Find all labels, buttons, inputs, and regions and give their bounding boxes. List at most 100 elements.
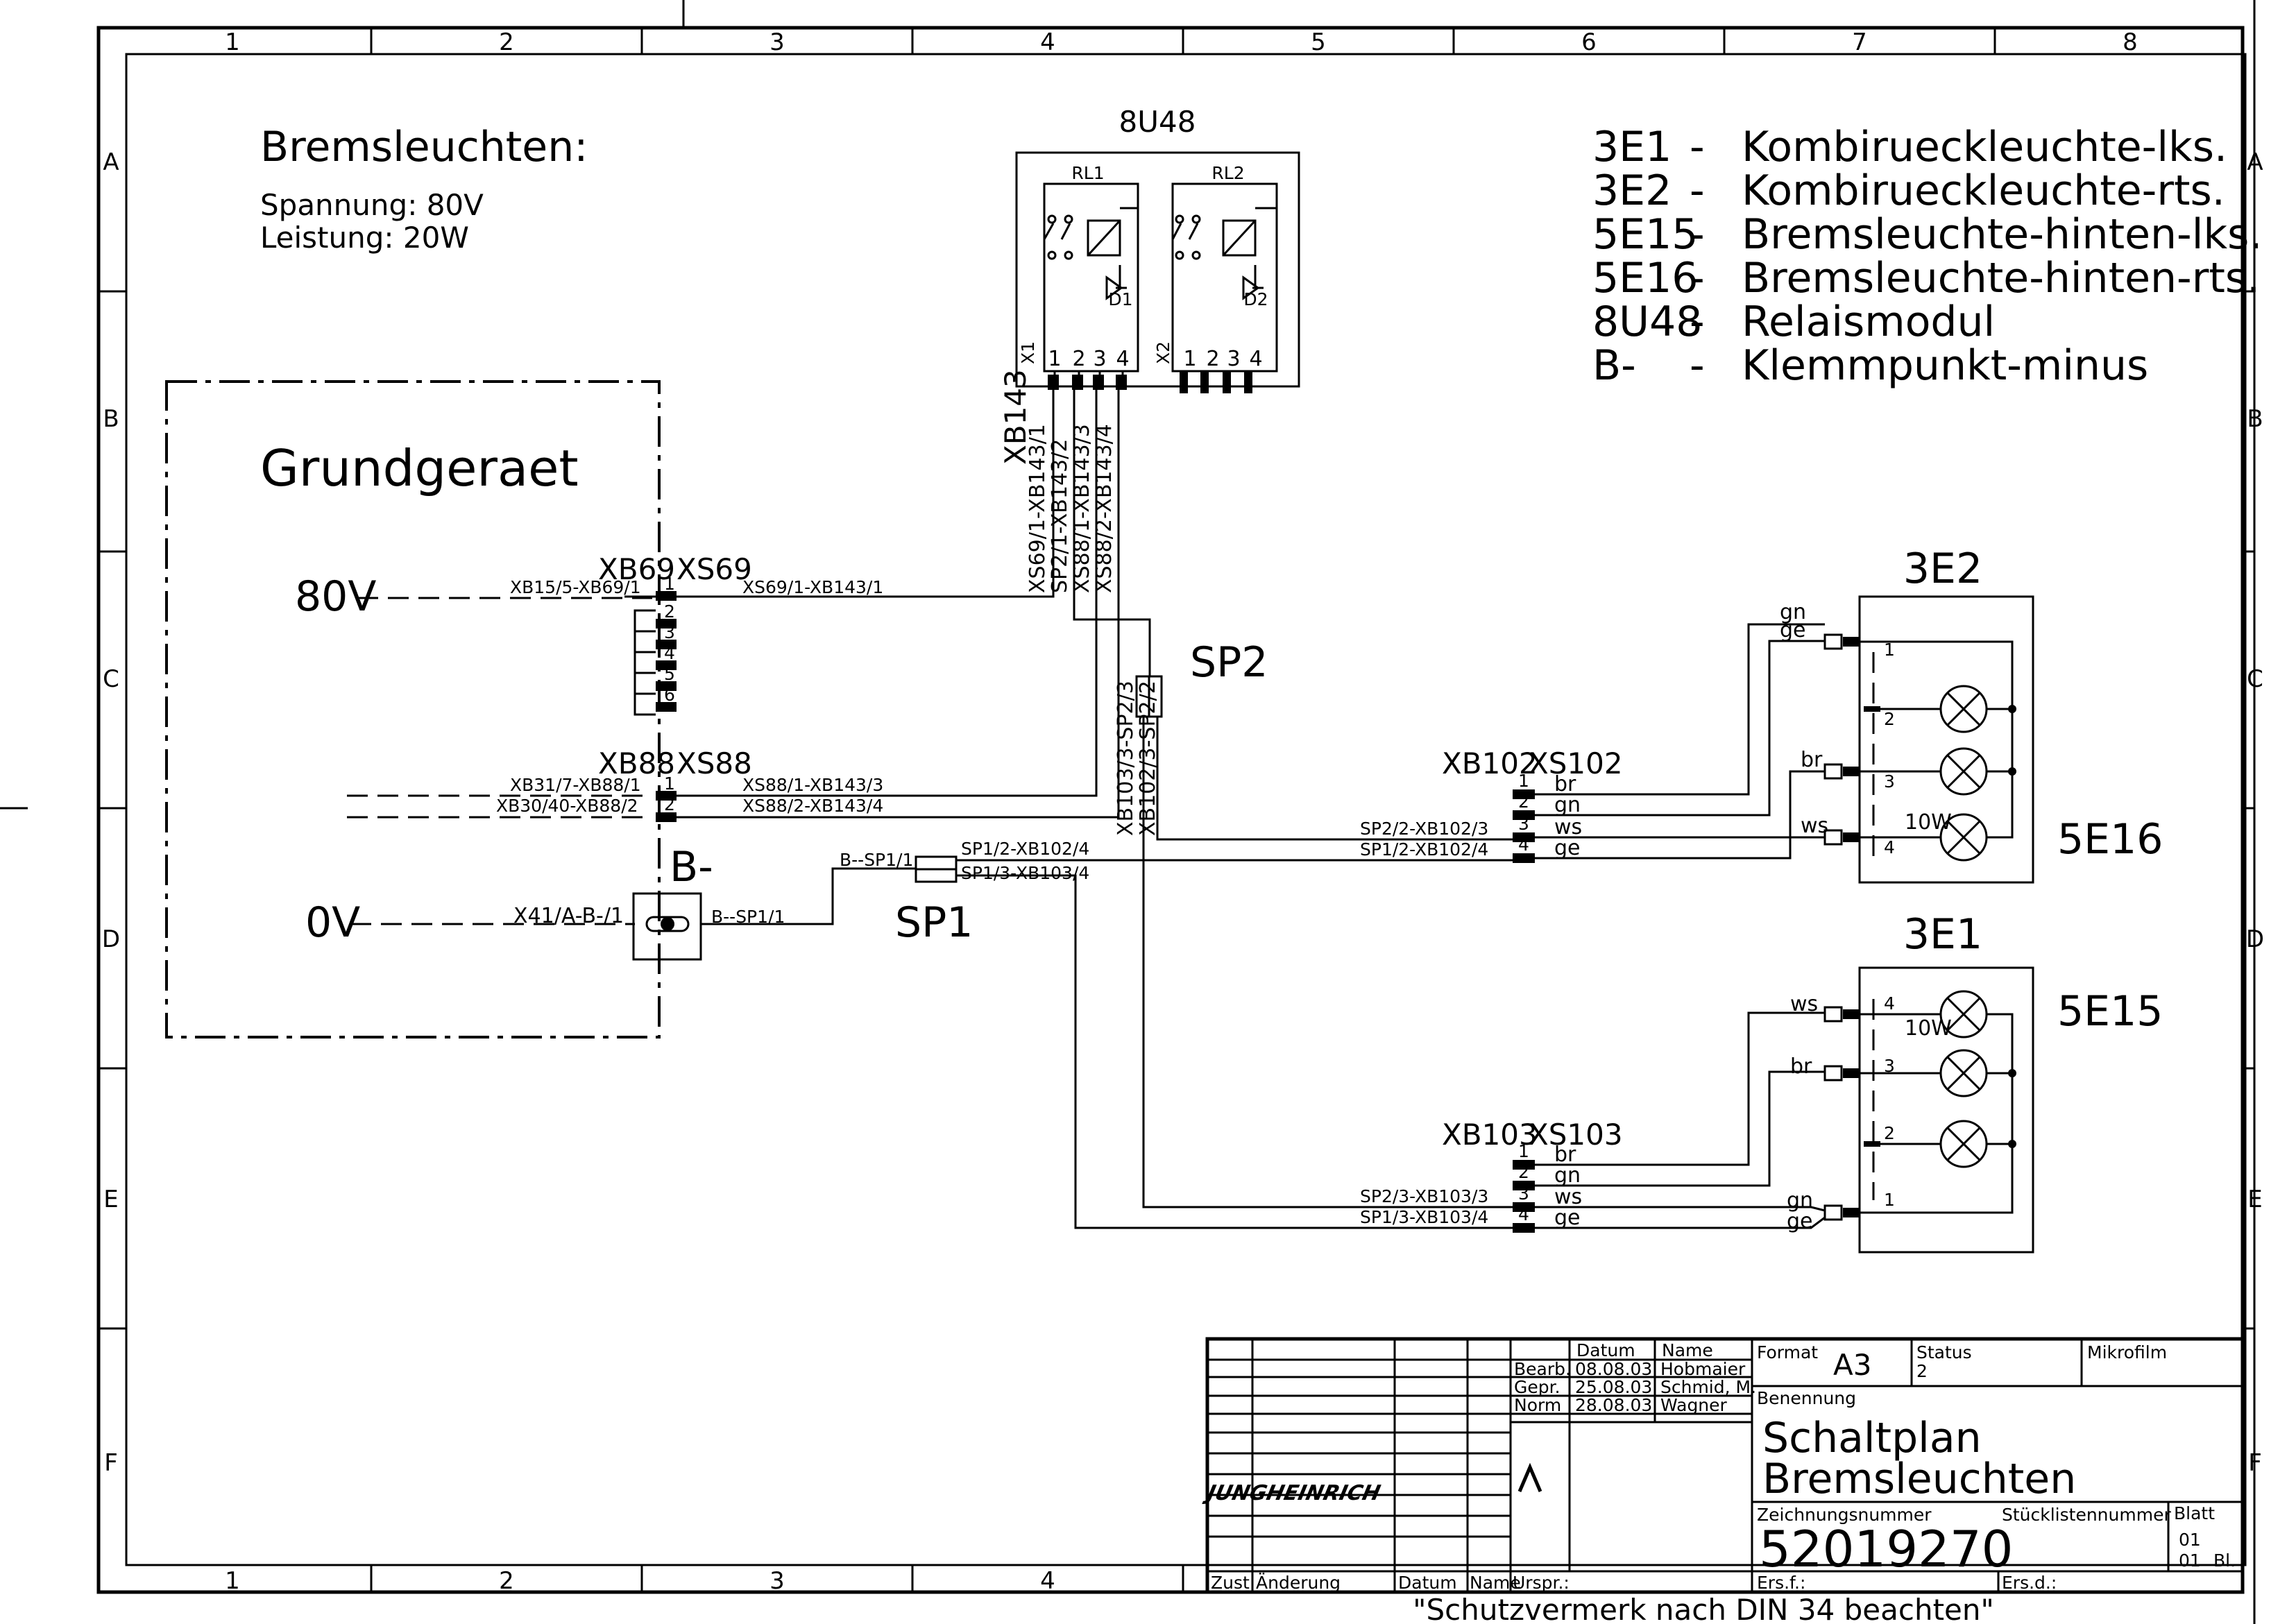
- wire-label: X41/A-B-/1: [513, 904, 624, 928]
- row-label: C: [103, 665, 119, 693]
- drawing-heading: Bremsleuchten:: [260, 123, 588, 171]
- tb-zeichnungsnummer: Zeichnungsnummer: [1757, 1505, 1932, 1525]
- legend-dash: -: [1690, 210, 1705, 259]
- wire-label: XS69/1-XB143/1: [1026, 424, 1050, 593]
- company-logo: JUNGHEINRICH: [1201, 1462, 1542, 1505]
- relay-pin: 2: [1072, 347, 1085, 371]
- company-logo-text: JUNGHEINRICH: [1201, 1481, 1383, 1505]
- relay-pin: 4: [1249, 347, 1262, 371]
- pin-label: 2: [664, 794, 675, 814]
- lamp-pin: 1: [1884, 640, 1895, 660]
- tb-blatt-label: Blatt: [2174, 1503, 2215, 1523]
- wire-label: SP1/2-XB102/4: [1360, 839, 1488, 860]
- row-label: B: [2247, 405, 2263, 433]
- xb88-connector: 1 2: [656, 773, 677, 822]
- relay-rl1-label: RL1: [1071, 163, 1104, 183]
- wire-label: XS69/1-XB143/1: [742, 577, 883, 597]
- wire-color: br: [1554, 772, 1576, 796]
- wire-label: XB103/3-SP2/3: [1114, 681, 1138, 836]
- relay-pin: 3: [1227, 347, 1240, 371]
- row-label: C: [2247, 665, 2263, 693]
- tb-stuecklistennummer: Stücklistennummer: [2002, 1505, 2171, 1525]
- xb103-connector: XB103 XS103 1 2 3 4 br gn ws ge: [1442, 1118, 1623, 1233]
- relay-x1-label: X1: [1018, 341, 1038, 364]
- legend-code: 3E2: [1592, 166, 1672, 215]
- grid-ticks: [99, 28, 2254, 1592]
- lamp-5e15-label: 5E15: [2057, 987, 2163, 1036]
- splice-sp1: SP1 SP1/2-XB102/4 SP1/3-XB103/4: [895, 839, 1089, 947]
- tb-status-label: Status: [1916, 1342, 1972, 1362]
- voltage-spec: Spannung: 80V: [260, 188, 484, 222]
- tb-name-header: Name: [1662, 1340, 1713, 1360]
- lamp-pin: 3: [1884, 771, 1895, 792]
- tb-blatt-total: 01: [2179, 1550, 2201, 1571]
- pin-label: 2: [1518, 1162, 1529, 1182]
- footer-notice: "Schutzvermerk nach DIN 34 beachten": [1413, 1593, 1994, 1624]
- pin-label: 1: [1518, 1141, 1529, 1161]
- lamp-icon: [1939, 1049, 1988, 1097]
- component-legend: 3E1 - Kombirueckleuchte-lks. 3E2 - Kombi…: [1592, 123, 2262, 390]
- tb-aenderung: Änderung: [1256, 1573, 1341, 1593]
- tb-datum-header: Datum: [1576, 1340, 1635, 1360]
- b-minus-terminal: [632, 892, 702, 961]
- col-label: 5: [1311, 28, 1326, 56]
- pin-label: 2: [1518, 792, 1529, 812]
- pin-label: 1: [1518, 771, 1529, 791]
- relay-pin: 2: [1206, 347, 1219, 371]
- lamp-5e16-label: 5E16: [2057, 815, 2163, 864]
- col-label: 2: [499, 28, 514, 56]
- col-label: 1: [225, 28, 240, 56]
- tb-zust: Zust: [1211, 1573, 1250, 1593]
- tb-format-label: Format: [1757, 1342, 1818, 1362]
- col-label: 8: [2123, 28, 2138, 56]
- supply-0v-label: 0V: [305, 898, 360, 947]
- tb-bearb: Bearb.: [1514, 1359, 1571, 1379]
- legend-desc: Kombirueckleuchte-rts.: [1742, 166, 2225, 215]
- pin-label: 1: [664, 773, 675, 794]
- legend-dash: -: [1690, 254, 1705, 302]
- wire-label: XB31/7-XB88/1: [510, 775, 641, 795]
- relay-module-title: 8U48: [1119, 105, 1196, 139]
- tb-name: Hobmaier: [1660, 1359, 1746, 1379]
- tb-blatt: 01: [2179, 1530, 2201, 1550]
- grundgeraet-box: Grundgeraet 80V 0V XB15/5-XB69/1 XB31/7-…: [165, 380, 883, 1038]
- power-spec: Leistung: 20W: [260, 221, 469, 255]
- tb-urspr: Urspr.:: [1513, 1573, 1570, 1593]
- lamp-pin: 4: [1884, 837, 1895, 857]
- supply-80v-label: 80V: [295, 572, 376, 621]
- pin-label: 4: [664, 643, 675, 663]
- row-label: F: [2248, 1449, 2262, 1477]
- relay-rl2-label: RL2: [1211, 163, 1244, 183]
- legend-code: 3E1: [1592, 123, 1672, 171]
- pin-label: 3: [1518, 1183, 1529, 1204]
- wire-color: gn: [1780, 600, 1806, 624]
- wire-color: ge: [1554, 836, 1581, 860]
- wire-color: br: [1554, 1143, 1576, 1167]
- wire-label: SP2/2-XB102/3: [1360, 819, 1488, 839]
- row-label: B: [103, 405, 119, 433]
- col-label: 7: [1852, 28, 1867, 56]
- pin-label: 4: [1518, 835, 1529, 855]
- xb69-connector: 1 2 3 4 5 6: [633, 574, 677, 716]
- diode-d1-label: D1: [1108, 289, 1132, 309]
- legend-desc: Bremsleuchte-hinten-rts.: [1742, 254, 2260, 302]
- xb143-label: XB143: [998, 369, 1032, 465]
- sp2-label: SP2: [1190, 638, 1268, 687]
- col-label: 1: [225, 1567, 240, 1595]
- inner-frame: [125, 53, 2247, 1566]
- row-label: D: [102, 925, 120, 953]
- tb-datum2: Datum: [1398, 1573, 1457, 1593]
- relay-module-8u48: 8U48 RL1 RL2 D1 D2 X1 1 2 3 4 X2 1 2 3: [1015, 105, 1300, 393]
- legend-code: 8U48: [1592, 298, 1702, 346]
- lamp-power: 10W: [1905, 1016, 1952, 1041]
- xb103-label: XB103: [1442, 1118, 1538, 1152]
- title-block: Datum Name Bearb. Gepr. Norm 08.08.03 25…: [1201, 1337, 2245, 1594]
- tb-gepr: Gepr.: [1514, 1377, 1561, 1397]
- lamp-icon: [1939, 1120, 1988, 1168]
- relay-pin: 3: [1093, 347, 1106, 371]
- row-label: F: [104, 1449, 118, 1477]
- xs102-label: XS102: [1529, 746, 1623, 780]
- legend-dash: -: [1690, 123, 1705, 171]
- xb102-connector: XB102 XS102 1 2 3 4 br gn ws ge: [1442, 746, 1623, 863]
